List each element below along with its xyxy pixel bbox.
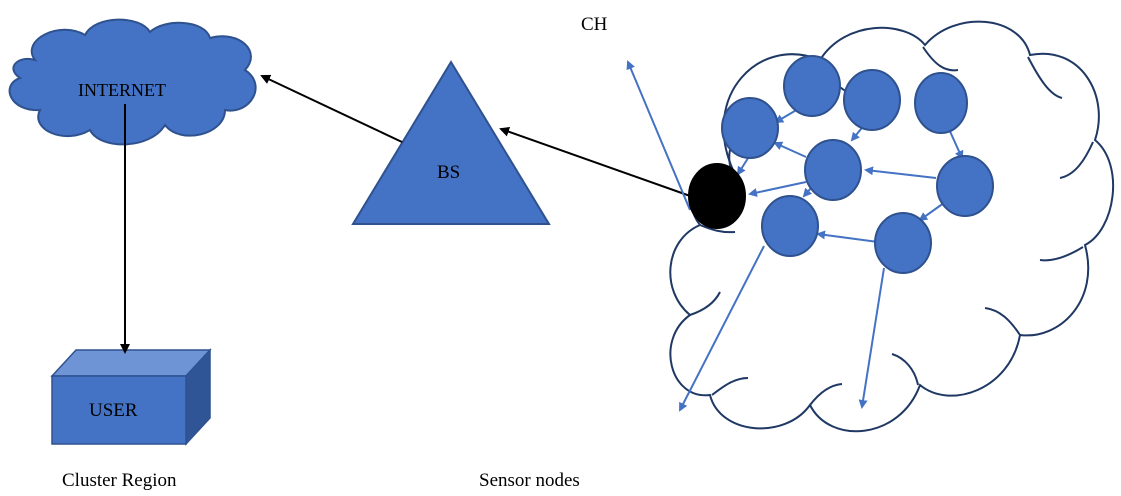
sensor-node-group: [721, 55, 994, 274]
base-station-label: BS: [437, 162, 461, 183]
sensor-node: [804, 139, 862, 201]
user-label: USER: [89, 400, 138, 421]
sensor-nodes-label: Sensor nodes: [479, 470, 580, 491]
sensor-node: [721, 97, 779, 159]
cluster-region-label: Cluster Region: [62, 470, 177, 491]
sensor-node: [914, 72, 968, 134]
arrow-ch-to-bs: [499, 126, 694, 198]
sensor-node: [874, 212, 932, 274]
user-box-icon: [50, 348, 212, 446]
sensor-links: [626, 60, 964, 412]
base-station-triangle: [351, 60, 551, 225]
internet-label: INTERNET: [78, 80, 166, 100]
sensor-node: [761, 195, 819, 257]
sensor-node: [783, 55, 841, 117]
cluster-head-node: [688, 163, 746, 229]
internet-cloud-icon: [8, 18, 257, 146]
sensor-node: [936, 155, 994, 217]
cluster-head-label: CH: [581, 14, 608, 35]
arrow-bs-to-internet: [260, 74, 403, 143]
sensor-node: [843, 69, 901, 131]
